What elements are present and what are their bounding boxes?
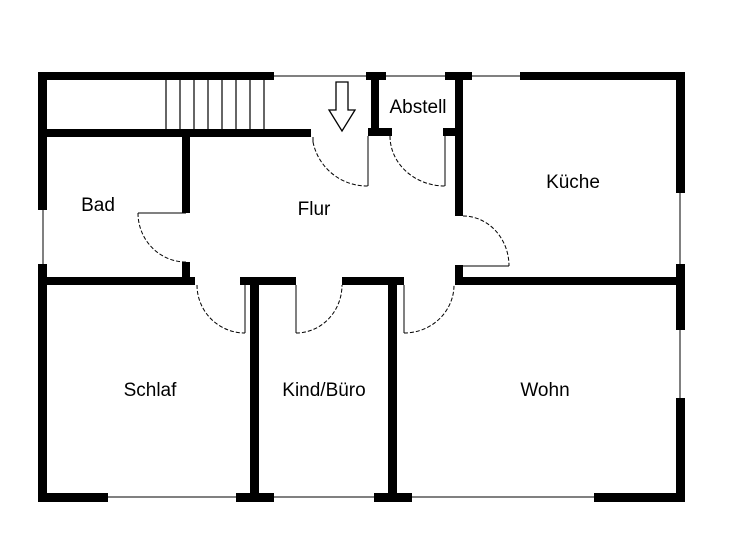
door-entry-swing [312,141,369,187]
wall-kind-left [250,281,259,497]
arrow-down-icon [327,81,357,133]
door-bad-swing [137,212,187,263]
wall-bottom-4 [594,493,685,502]
room-label-flur: Flur [298,199,331,220]
door-kueche-swing [462,215,510,267]
wall-abstell-right-stub [443,128,459,136]
wall-abstell-left-upper [371,76,379,132]
wall-right-middle [676,264,685,330]
room-label-wohn: Wohn [520,380,569,401]
room-labels: Abstell Küche Bad Flur Schlaf Kind/Büro … [81,97,600,401]
wall-kind-right [388,281,397,497]
wall-right-lower [676,398,685,502]
door-wohn-swing [403,284,455,334]
wall-kind-top-right [342,277,404,285]
wall-kind-top-left [240,277,296,285]
room-label-schlaf: Schlaf [124,380,178,401]
staircase [165,80,265,129]
windows [42,75,681,498]
wall-top-left [38,72,274,80]
wall-bad-right-lower [182,262,190,280]
door-kind-swing [295,284,343,334]
wall-bad-right-upper [182,133,190,213]
wall-top-right [520,72,685,80]
room-label-bad: Bad [81,195,115,216]
door-abstell-swing [389,135,446,187]
wall-bottom-2 [236,493,274,502]
wall-left-lower [38,264,47,502]
doors [137,135,510,334]
wall-abstell-right [455,76,463,216]
wall-right-upper [676,72,685,193]
wall-bottom-3 [374,493,412,502]
door-schlaf-swing [196,284,246,334]
wall-stair-bottom [47,129,311,137]
room-label-kind-buero: Kind/Büro [282,380,365,401]
wall-abstell-left-stub [368,128,392,136]
wall-left-upper [38,72,47,210]
room-label-abstell: Abstell [389,97,446,118]
walls [38,72,685,502]
wall-kueche-left-stub [455,265,463,285]
wall-kueche-bottom [455,277,680,285]
wall-bad-bottom [47,277,195,285]
wall-bottom-1 [38,493,108,502]
room-label-kueche: Küche [546,172,600,193]
